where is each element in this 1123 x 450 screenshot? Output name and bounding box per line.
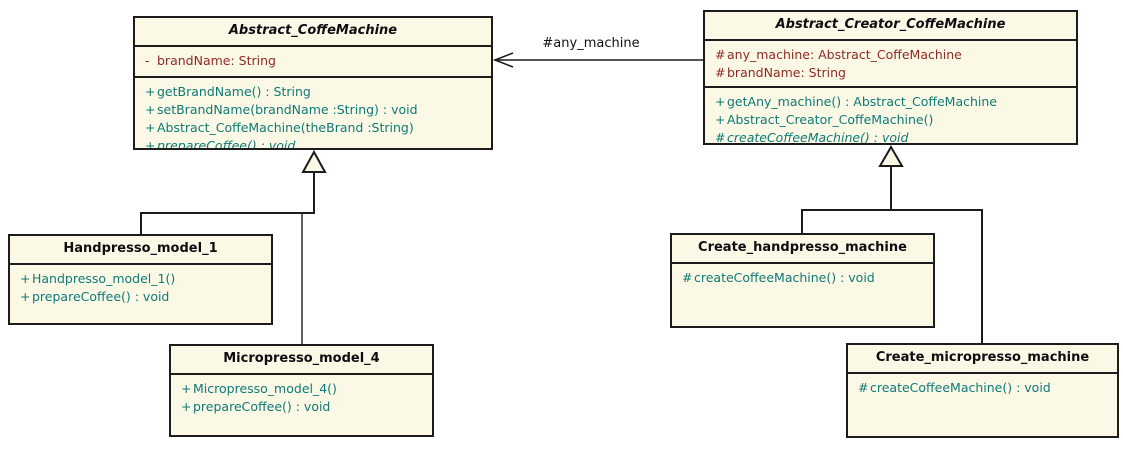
class-title: Micropresso_model_4 [223, 351, 380, 366]
member-text: Micropresso_model_4() [193, 381, 337, 396]
methods-compartment: +Handpresso_model_1() +prepareCoffee() :… [10, 263, 271, 323]
methods-compartment: +getAny_machine() : Abstract_CoffeMachin… [705, 86, 1076, 143]
member-text: brandName: String [727, 65, 846, 80]
member-text: getAny_machine() : Abstract_CoffeMachine [727, 94, 998, 109]
visibility-symbol: + [181, 399, 192, 414]
method-row: +Handpresso_model_1() [10, 270, 271, 288]
class-node-abstract-coffemachine[interactable]: Abstract_CoffeMachine -brandName: String… [133, 16, 493, 150]
method-row: +Abstract_CoffeMachine(theBrand :String) [135, 119, 491, 137]
visibility-symbol: # [682, 270, 693, 285]
method-row: +prepareCoffee() : void [171, 398, 432, 416]
member-text: createCoffeeMachine() : void [727, 130, 909, 143]
class-node-create-micropresso-machine[interactable]: Create_micropresso_machine #createCoffee… [846, 343, 1119, 438]
class-title: Abstract_CoffeMachine [228, 23, 398, 38]
member-text: brandName: String [157, 53, 276, 68]
visibility-symbol: + [181, 381, 192, 396]
member-text: prepareCoffee() : void [157, 138, 296, 148]
visibility-symbol: + [145, 102, 156, 117]
member-text: prepareCoffee() : void [193, 399, 331, 414]
visibility-symbol: - [145, 53, 150, 68]
member-text: getBrandName() : String [157, 84, 311, 99]
class-node-micropresso-model-4[interactable]: Micropresso_model_4 +Micropresso_model_4… [169, 344, 434, 437]
visibility-symbol: + [145, 138, 156, 148]
attributes-compartment: #any_machine: Abstract_CoffeMachine #bra… [705, 39, 1076, 86]
method-row-abstract: +prepareCoffee() : void [135, 137, 491, 148]
visibility-symbol: + [145, 120, 156, 135]
class-title: Handpresso_model_1 [63, 241, 218, 256]
class-node-abstract-creator-coffemachine[interactable]: Abstract_Creator_CoffeMachine #any_machi… [703, 10, 1078, 145]
method-row: #createCoffeeMachine() : void [848, 379, 1117, 397]
generalization-edge-handpresso [140, 172, 315, 236]
method-row: +setBrandName(brandName :String) : void [135, 101, 491, 119]
association-label: #any_machine [542, 36, 640, 51]
methods-compartment: #createCoffeeMachine() : void [672, 262, 933, 326]
member-text: Abstract_Creator_CoffeMachine() [727, 112, 934, 127]
class-title: Abstract_Creator_CoffeMachine [775, 17, 1006, 32]
class-title: Create_handpresso_machine [698, 240, 907, 255]
methods-compartment: #createCoffeeMachine() : void [848, 372, 1117, 436]
member-text: any_machine: Abstract_CoffeMachine [727, 47, 962, 62]
member-text: Abstract_CoffeMachine(theBrand :String) [157, 120, 414, 135]
class-title: Create_micropresso_machine [875, 350, 1090, 365]
attribute-row: -brandName: String [135, 52, 491, 70]
visibility-symbol: # [715, 130, 726, 143]
method-row: +getAny_machine() : Abstract_CoffeMachin… [705, 93, 1076, 111]
method-row: +prepareCoffee() : void [10, 288, 271, 306]
attributes-compartment: -brandName: String [135, 45, 491, 76]
visibility-symbol: # [715, 65, 726, 80]
open-arrowhead-icon [492, 52, 514, 68]
visibility-symbol: + [20, 289, 31, 304]
methods-compartment: +Micropresso_model_4() +prepareCoffee() … [171, 373, 432, 435]
methods-compartment: +getBrandName() : String +setBrandName(b… [135, 76, 491, 148]
visibility-symbol: + [20, 271, 31, 286]
attribute-row: #brandName: String [705, 64, 1076, 82]
class-node-create-handpresso-machine[interactable]: Create_handpresso_machine #createCoffeeM… [670, 233, 935, 328]
inheritance-triangle-icon-right [878, 145, 904, 167]
method-row: +getBrandName() : String [135, 83, 491, 101]
visibility-symbol: # [715, 47, 726, 62]
inheritance-triangle-icon-left [301, 149, 327, 173]
member-text: prepareCoffee() : void [32, 289, 170, 304]
member-text: setBrandName(brandName :String) : void [157, 102, 418, 117]
attribute-row: #any_machine: Abstract_CoffeMachine [705, 46, 1076, 64]
visibility-symbol: # [858, 380, 869, 395]
member-text: createCoffeeMachine() : void [694, 270, 875, 285]
member-text: createCoffeeMachine() : void [870, 380, 1051, 395]
visibility-symbol: + [715, 94, 726, 109]
member-text: Handpresso_model_1() [32, 271, 176, 286]
method-row: #createCoffeeMachine() : void [672, 269, 933, 287]
visibility-symbol: + [715, 112, 726, 127]
method-row-abstract: #createCoffeeMachine() : void [705, 129, 1076, 143]
visibility-symbol: + [145, 84, 156, 99]
method-row: +Micropresso_model_4() [171, 380, 432, 398]
class-node-handpresso-model-1[interactable]: Handpresso_model_1 +Handpresso_model_1()… [8, 234, 273, 325]
method-row: +Abstract_Creator_CoffeMachine() [705, 111, 1076, 129]
